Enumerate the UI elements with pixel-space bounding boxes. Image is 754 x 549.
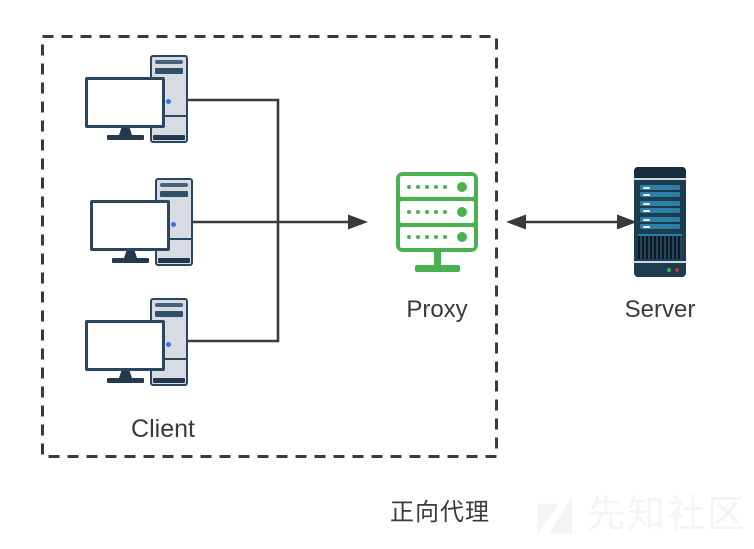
server-rack-icon: [396, 172, 478, 252]
rack-unit: [400, 226, 474, 248]
tower-base: [158, 258, 190, 263]
tower-base: [153, 135, 185, 140]
tower-base: [153, 378, 185, 383]
arrowhead-to-proxy: [348, 214, 368, 230]
client-2-node: [90, 178, 202, 270]
proxy-node: [396, 172, 478, 272]
monitor-stand: [119, 128, 132, 135]
drive-bay-icon: [640, 224, 680, 229]
tower-divider: [152, 115, 186, 117]
monitor-base: [112, 258, 149, 263]
power-led-icon: [166, 99, 171, 104]
red-led-icon: [675, 268, 679, 272]
rack-led-icon: [457, 206, 467, 217]
client-1-node: [85, 55, 197, 147]
tower-divider: [157, 238, 191, 240]
rack-stand: [434, 252, 441, 267]
arrowhead-to-proxy-side: [506, 214, 526, 230]
rack-led-icon: [457, 181, 467, 192]
monitor-icon: [85, 320, 165, 371]
tower-drive-icon: [155, 68, 183, 74]
tower-vent-icon: [155, 60, 183, 64]
drive-bay-icon: [640, 192, 680, 197]
monitor-icon: [90, 200, 170, 251]
drive-bay-icon: [640, 208, 680, 213]
tower-vent-icon: [160, 183, 188, 187]
green-led-icon: [667, 268, 671, 272]
drive-bay-icon: [640, 201, 680, 206]
rack-unit: [400, 201, 474, 223]
monitor-icon: [85, 77, 165, 128]
arrowhead-to-server-side: [617, 214, 637, 230]
server-label: Server: [624, 296, 696, 323]
proxy-label: Proxy: [406, 296, 468, 323]
tower-vent-icon: [155, 303, 183, 307]
diagram-title: 正向代理: [390, 499, 490, 526]
tower-drive-icon: [160, 191, 188, 197]
watermark-text: 先知社区: [587, 494, 748, 536]
rack-led-icon: [457, 232, 467, 243]
rack-base: [415, 265, 460, 272]
monitor-stand: [119, 371, 132, 378]
computer-tower-icon: [150, 298, 188, 386]
drive-bay-icon: [640, 217, 680, 222]
server-status-panel: [634, 261, 686, 277]
power-led-icon: [166, 342, 171, 347]
server-node: [634, 167, 686, 277]
tower-divider: [152, 358, 186, 360]
rack-unit: [400, 176, 474, 198]
client-branch-lines: [188, 98, 280, 343]
client-3-node: [85, 298, 197, 390]
server-vent-grill: [638, 234, 682, 259]
monitor-base: [107, 135, 144, 140]
monitor-stand: [124, 251, 137, 258]
server-top-cap: [634, 167, 686, 180]
power-led-icon: [171, 222, 176, 227]
monitor-base: [107, 378, 144, 383]
server-drive-bays: [634, 180, 686, 233]
drive-bay-icon: [640, 185, 680, 190]
watermark: 先知社区: [537, 496, 747, 534]
tower-drive-icon: [155, 311, 183, 317]
xianzhi-logo-icon: [537, 496, 575, 534]
client-label: Client: [131, 415, 195, 443]
